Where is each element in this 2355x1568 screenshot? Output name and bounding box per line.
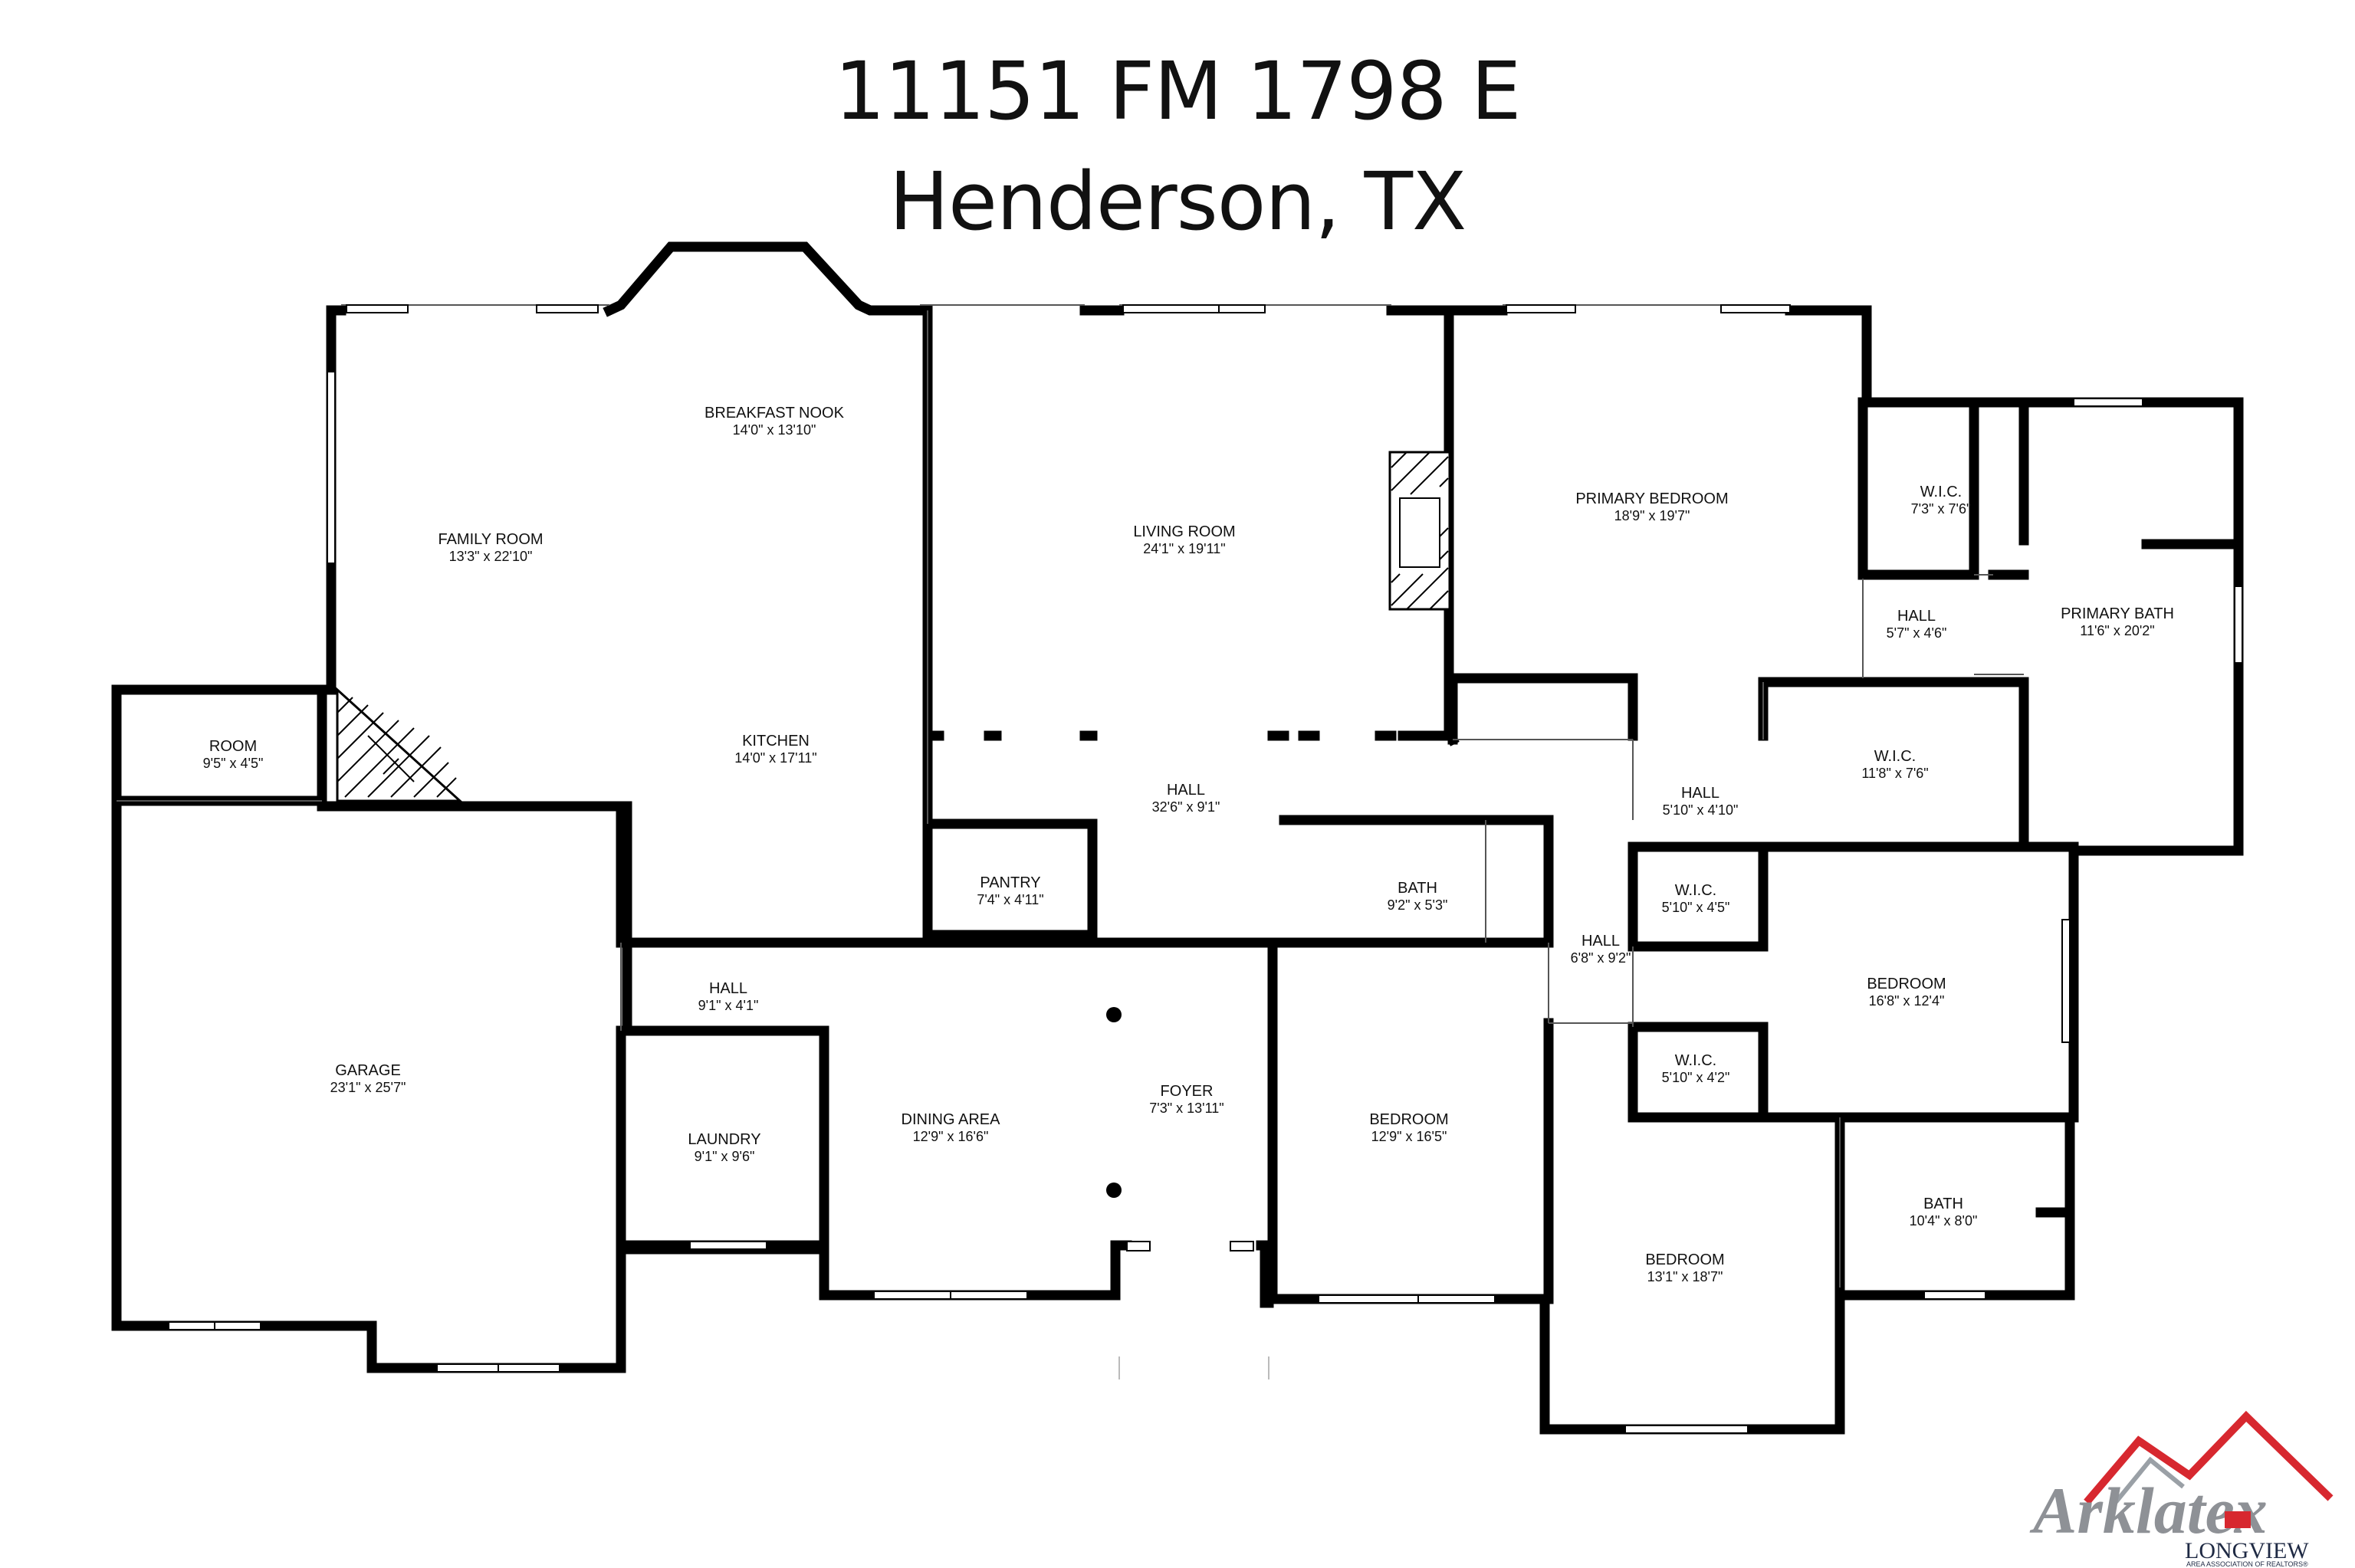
room-dimensions: 5'7" x 4'6" <box>1887 625 1947 641</box>
room-name: W.I.C. <box>1675 1052 1716 1069</box>
logo-brand: Arklatex <box>2029 1474 2268 1547</box>
room-name: LIVING ROOM <box>1133 523 1235 540</box>
room-dimensions: 9'2" x 5'3" <box>1388 897 1448 913</box>
room-name: KITCHEN <box>742 733 810 750</box>
stairs-icon <box>336 687 463 802</box>
room-name: BEDROOM <box>1369 1111 1448 1128</box>
room-name: HALL <box>1167 782 1205 799</box>
room-name: PRIMARY BATH <box>2061 605 2174 622</box>
address-line-2: Henderson, TX <box>888 155 1467 248</box>
room-name: PRIMARY BEDROOM <box>1575 490 1728 507</box>
room-dimensions: 5'10" x 4'2" <box>1662 1070 1730 1085</box>
room-label-wic-east2: W.I.C.5'10" x 4'2" <box>1662 1052 1730 1085</box>
logo-city: LONGVIEW <box>2185 1538 2309 1563</box>
room-name: HALL <box>1581 933 1620 950</box>
walls <box>111 241 2244 1435</box>
room-name: BATH <box>1923 1196 1963 1212</box>
room-label-wic-primary: W.I.C.7'3" x 7'6" <box>1911 484 1972 517</box>
room-name: HALL <box>1897 608 1936 625</box>
room-dimensions: 7'3" x 13'11" <box>1149 1101 1223 1116</box>
room-label-wic-east1: W.I.C.5'10" x 4'5" <box>1662 882 1730 915</box>
room-name: DINING AREA <box>902 1111 1001 1128</box>
address-line-1: 11151 FM 1798 E <box>834 44 1522 138</box>
room-dimensions: 9'1" x 4'1" <box>698 998 759 1013</box>
room-dimensions: 12'9" x 16'6" <box>913 1129 989 1144</box>
room-dimensions: 9'1" x 9'6" <box>695 1149 755 1164</box>
room-name: GARAGE <box>335 1062 401 1079</box>
room-dimensions: 32'6" x 9'1" <box>1152 799 1220 815</box>
room-name: W.I.C. <box>1874 748 1916 765</box>
house-roof-icon <box>2084 1410 2334 1505</box>
room-dimensions: 7'3" x 7'6" <box>1911 501 1972 517</box>
room-dimensions: 7'4" x 4'11" <box>977 892 1043 907</box>
room-dimensions: 12'9" x 16'5" <box>1371 1129 1447 1144</box>
room-dimensions: 13'1" x 18'7" <box>1647 1269 1723 1284</box>
porch <box>1118 1356 1269 1379</box>
room-name: BEDROOM <box>1645 1251 1724 1268</box>
room-name: LAUNDRY <box>688 1131 760 1148</box>
room-name: BEDROOM <box>1867 976 1946 992</box>
logo-tagline: AREA ASSOCIATION OF REALTORS® <box>2186 1560 2308 1568</box>
fireplace-icon <box>1388 451 1451 611</box>
room-name: ROOM <box>209 738 257 755</box>
room-name: HALL <box>1681 785 1719 802</box>
room-dimensions: 23'1" x 25'7" <box>330 1080 406 1095</box>
thin-partitions <box>117 304 2024 1288</box>
room-dimensions: 11'8" x 7'6" <box>1861 766 1928 781</box>
room-label-wic-large: W.I.C.11'8" x 7'6" <box>1861 748 1928 781</box>
windows <box>168 304 2243 1434</box>
room-name: W.I.C. <box>1675 882 1716 899</box>
room-dimensions: 18'9" x 19'7" <box>1614 508 1690 523</box>
room-dimensions: 5'10" x 4'5" <box>1662 900 1730 915</box>
room-name: BATH <box>1398 880 1437 897</box>
room-dimensions: 24'1" x 19'11" <box>1143 541 1225 556</box>
room-name: BREAKFAST NOOK <box>705 405 845 422</box>
room-name: W.I.C. <box>1920 484 1962 500</box>
room-dimensions: 5'10" x 4'10" <box>1663 802 1739 818</box>
realtor-logo: Arklatex LONGVIEW AREA ASSOCIATION OF RE… <box>2029 1410 2334 1568</box>
room-name: PANTRY <box>980 874 1040 891</box>
room-dimensions: 14'0" x 17'11" <box>734 750 816 766</box>
column-icon <box>1106 1183 1122 1198</box>
room-dimensions: 13'3" x 22'10" <box>449 549 533 564</box>
room-name: FOYER <box>1161 1083 1214 1100</box>
room-dimensions: 11'6" x 20'2" <box>2080 623 2154 638</box>
room-name: HALL <box>709 980 747 997</box>
room-dimensions: 9'5" x 4'5" <box>203 756 264 771</box>
room-dimensions: 16'8" x 12'4" <box>1869 993 1945 1009</box>
room-dimensions: 10'4" x 8'0" <box>1910 1213 1978 1228</box>
column-icon <box>1106 1007 1122 1022</box>
room-name: FAMILY ROOM <box>438 531 543 548</box>
room-dimensions: 14'0" x 13'10" <box>733 422 816 438</box>
room-dimensions: 6'8" x 9'2" <box>1571 950 1631 966</box>
